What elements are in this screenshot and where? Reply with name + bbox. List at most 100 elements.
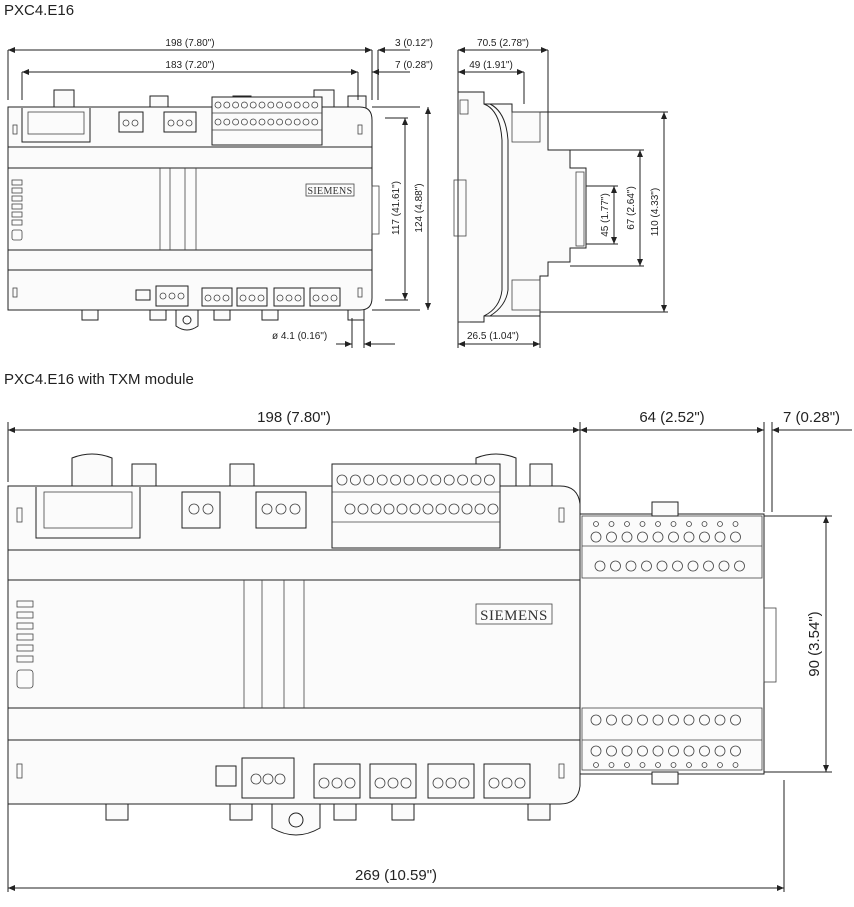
terminal-screw (717, 521, 723, 527)
terminal-screw (331, 777, 343, 789)
terminal-screw (590, 531, 602, 543)
terminal-screw (344, 503, 356, 515)
terminal-screw (168, 292, 176, 300)
terminal-screw (312, 294, 320, 302)
terminal-screw (624, 521, 630, 527)
dim-height-txm: 90 (3.54") (806, 611, 823, 676)
terminal-screw (714, 745, 726, 757)
terminal-screw (383, 503, 395, 515)
terminal-screw (683, 745, 695, 757)
terminal-screw (461, 503, 473, 515)
terminal-screw (376, 474, 388, 486)
terminal-screw (701, 521, 708, 527)
terminal-screw (240, 101, 248, 109)
terminal-screw (249, 101, 257, 109)
terminal-screw (652, 745, 664, 757)
terminal-screw (213, 294, 221, 302)
terminal-screw (222, 294, 230, 302)
terminal-screw (606, 745, 617, 757)
terminal-screw (606, 714, 617, 726)
terminal-screw (400, 777, 412, 789)
terminal-screw (703, 560, 714, 572)
dim-depth-overall: 70.5 (2.78") (477, 38, 529, 49)
terminal-screw (593, 762, 599, 768)
terminal-screw (514, 777, 526, 789)
terminal-screw (621, 745, 633, 757)
terminal-screw (349, 474, 361, 486)
terminal-screw (403, 474, 415, 486)
terminal-screw (285, 294, 293, 302)
terminal-screw (637, 745, 648, 757)
side-dimensions: 70.5 (2.78") 49 (1.91") 45 (1.77") 67 (2… (457, 38, 668, 348)
terminal-screw (686, 762, 692, 768)
title-pxc4: PXC4.E16 (4, 2, 75, 19)
terminal-screw (683, 714, 695, 726)
terminal-screw (274, 773, 286, 785)
terminal-screw (311, 101, 319, 109)
terminal-screw (652, 714, 664, 726)
terminal-screw (637, 531, 648, 543)
terminal-screw (686, 521, 692, 527)
terminal-screw (714, 714, 726, 726)
terminal-screw (321, 294, 329, 302)
dim-width-txm: 64 (2.52") (639, 409, 704, 426)
terminal-screw (363, 474, 375, 486)
brand-logo-large: SIEMENS (480, 608, 548, 624)
terminal-screw (656, 560, 668, 572)
terminal-screw (445, 777, 457, 789)
dim-width-mount: 183 (7.20") (165, 60, 214, 71)
terminal-screw (435, 503, 447, 515)
terminal-screw (606, 531, 617, 543)
terminal-screw (223, 101, 231, 109)
terminal-screw (344, 777, 356, 789)
terminal-screw (294, 294, 302, 302)
brand-logo-small: SIEMENS (308, 186, 353, 197)
dim-width-controller: 198 (7.80") (257, 409, 331, 426)
front-view-top: SIEMENS (7, 89, 380, 331)
terminal-screw (409, 503, 421, 515)
terminal-screw (267, 101, 275, 109)
terminal-screw (670, 762, 677, 768)
terminal-screw (284, 118, 292, 126)
terminal-screw (432, 777, 444, 789)
terminal-screw (621, 714, 633, 726)
terminal-screw (330, 294, 338, 302)
terminal-screw (204, 294, 212, 302)
terminal-screw (250, 773, 262, 785)
terminal-screw (396, 503, 408, 515)
terminal-screw (641, 560, 652, 572)
terminal-screw (293, 118, 301, 126)
terminal-screw (670, 521, 677, 527)
terminal-screw (177, 292, 185, 300)
terminal-screw (443, 474, 455, 486)
dim-width-gap: 7 (0.28") (783, 409, 840, 426)
terminal-screw (625, 560, 637, 572)
terminal-screw (239, 294, 247, 302)
terminal-screw (430, 474, 442, 486)
terminal-screw (590, 745, 602, 757)
terminal-screw (701, 762, 708, 768)
terminal-screw (248, 294, 256, 302)
terminal-screw (639, 762, 646, 768)
terminal-screw (390, 474, 402, 486)
terminal-screw (458, 777, 470, 789)
terminal-screw (214, 101, 222, 109)
terminal-screw (655, 762, 661, 768)
terminal-screw (249, 118, 257, 126)
terminal-screw (267, 118, 275, 126)
terminal-screw (159, 292, 167, 300)
bottom-dimensions: 198 (7.80") 64 (2.52") 7 (0.28") 90 (3.5… (7, 409, 852, 892)
terminal-screw (732, 521, 739, 527)
terminal-screw (276, 294, 284, 302)
controller-with-txm: SIEMENS (7, 453, 777, 836)
terminal-screw (488, 777, 500, 789)
terminal-screw (223, 118, 231, 126)
terminal-screw (422, 503, 434, 515)
terminal-screw (374, 777, 386, 789)
terminal-screw (336, 474, 348, 486)
terminal-screw (357, 503, 369, 515)
dim-hole: ø 4.1 (0.16") (272, 331, 327, 342)
terminal-screw (668, 714, 679, 726)
terminal-screw (730, 714, 741, 726)
